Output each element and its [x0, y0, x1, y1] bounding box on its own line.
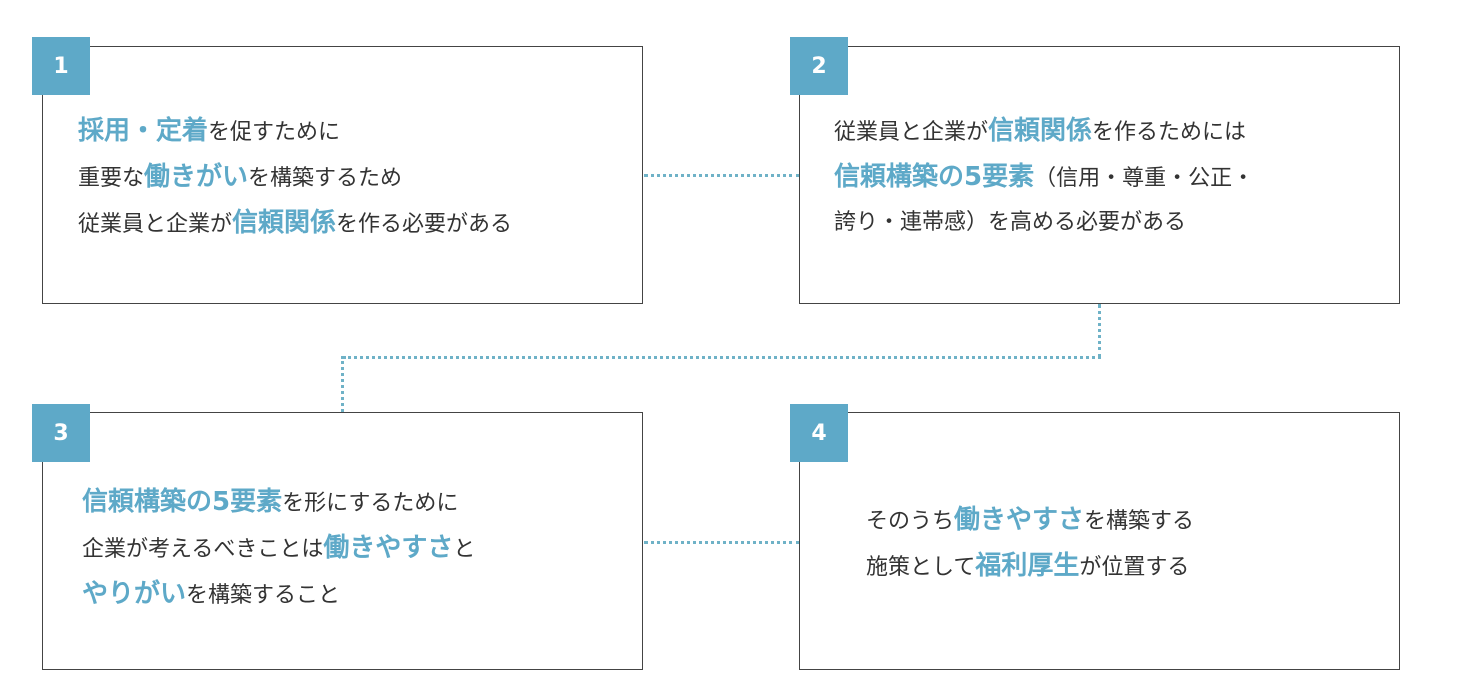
highlight-text: 採用・定着: [78, 116, 209, 146]
body-text: を形にするために: [282, 491, 459, 516]
connector-2-3-across: [343, 356, 1101, 359]
text-line: そのうち働きやすさを構築する: [866, 498, 1194, 544]
body-text: そのうち: [866, 509, 955, 534]
text-line: 企業が考えるべきことは働きやすさと: [82, 526, 475, 572]
body-text: を作るためには: [1092, 120, 1247, 145]
body-text: （信用・尊重・公正・: [1034, 166, 1255, 191]
step-text-3: 信頼構築の5要素を形にするために企業が考えるべきことは働きやすさとやりがいを構築…: [82, 480, 475, 618]
body-text: を構築するため: [248, 166, 403, 191]
step-text-1: 採用・定着を促すために重要な働きがいを構築するため従業員と企業が信頼関係を作る必…: [78, 109, 512, 247]
step-box-4: [799, 412, 1400, 670]
step-number-badge-3: 3: [32, 404, 90, 462]
step-box-3: [42, 412, 643, 670]
text-line: 信頼構築の5要素（信用・尊重・公正・: [834, 155, 1254, 201]
highlight-text: 信頼関係: [232, 208, 337, 238]
body-text: と: [453, 537, 476, 562]
step-text-4: そのうち働きやすさを構築する施策として福利厚生が位置する: [866, 498, 1194, 590]
connector-2-3-drop: [341, 356, 344, 412]
text-line: 従業員と企業が信頼関係を作るためには: [834, 109, 1254, 155]
body-text: を作る必要がある: [336, 212, 513, 237]
highlight-text: 働きやすさ: [954, 505, 1085, 535]
step-number-badge-4: 4: [790, 404, 848, 462]
text-line: 重要な働きがいを構築するため: [78, 155, 512, 201]
body-text: 施策として: [866, 555, 976, 580]
highlight-text: やりがい: [82, 579, 187, 609]
body-text: を構築すること: [186, 583, 341, 608]
text-line: やりがいを構築すること: [82, 572, 475, 618]
connector-1-2: [644, 174, 800, 177]
text-line: 施策として福利厚生が位置する: [866, 544, 1194, 590]
highlight-text: 福利厚生: [975, 551, 1080, 581]
step-text-2: 従業員と企業が信頼関係を作るためには信頼構築の5要素（信用・尊重・公正・誇り・連…: [834, 109, 1254, 245]
step-number-badge-2: 2: [790, 37, 848, 95]
highlight-text: 働きやすさ: [323, 533, 454, 563]
text-line: 採用・定着を促すために: [78, 109, 512, 155]
text-line: 誇り・連帯感）を高める必要がある: [834, 201, 1254, 245]
highlight-text: 働きがい: [144, 162, 249, 192]
body-text: を構築する: [1084, 509, 1195, 534]
step-box-1: [42, 46, 643, 304]
body-text: 誇り・連帯感）を高める必要がある: [834, 210, 1187, 235]
highlight-text: 信頼構築の5要素: [834, 162, 1035, 192]
body-text: 企業が考えるべきことは: [82, 537, 324, 562]
connector-2-3-down: [1098, 304, 1101, 358]
step-box-2: [799, 46, 1400, 304]
body-text: 重要な: [78, 166, 145, 191]
text-line: 信頼構築の5要素を形にするために: [82, 480, 475, 526]
highlight-text: 信頼構築の5要素: [82, 487, 283, 517]
body-text: が位置する: [1079, 555, 1190, 580]
body-text: を促すために: [208, 120, 341, 145]
step-number-badge-1: 1: [32, 37, 90, 95]
connector-3-4: [644, 541, 800, 544]
body-text: 従業員と企業が: [834, 120, 989, 145]
text-line: 従業員と企業が信頼関係を作る必要がある: [78, 201, 512, 247]
body-text: 従業員と企業が: [78, 212, 233, 237]
highlight-text: 信頼関係: [988, 116, 1093, 146]
